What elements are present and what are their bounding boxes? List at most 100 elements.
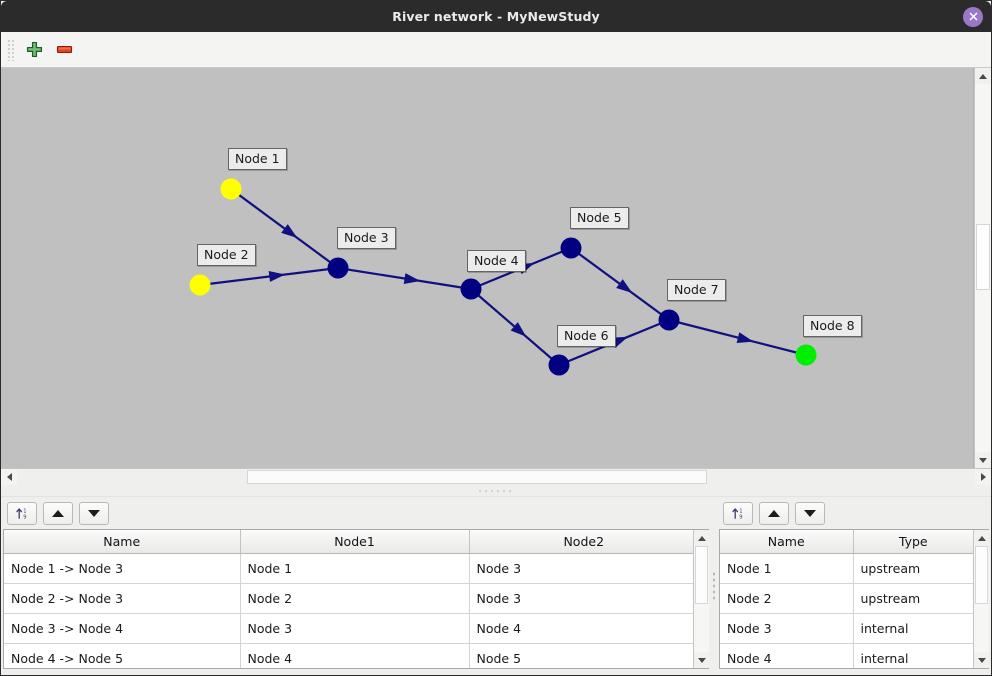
graph-node-label-node-8[interactable]: Node 8 <box>803 315 862 337</box>
canvas-hscroll-thumb[interactable] <box>246 470 707 484</box>
cell-name[interactable]: Node 3 <box>720 613 854 644</box>
column-header-name[interactable]: Name <box>4 530 241 554</box>
splitter-grip <box>477 488 515 493</box>
cell-name[interactable]: Node 4 -> Node 5 <box>4 643 241 668</box>
graph-node-label-node-6[interactable]: Node 6 <box>557 325 616 347</box>
nodes-vscroll-thumb[interactable] <box>975 546 988 605</box>
arrow-up-icon <box>697 535 706 541</box>
branches-vscroll-thumb[interactable] <box>695 546 708 605</box>
move-node-down-button[interactable] <box>795 501 825 525</box>
branches-vscroll-track[interactable] <box>694 546 709 652</box>
branches-vertical-scrollbar[interactable] <box>693 530 709 668</box>
cell-type[interactable]: upstream <box>853 553 973 584</box>
move-node-up-button[interactable] <box>759 501 789 525</box>
graph-node-label-node-2[interactable]: Node 2 <box>197 244 256 266</box>
scroll-up-button[interactable] <box>975 68 991 84</box>
close-icon[interactable] <box>963 6 983 27</box>
move-branch-up-button[interactable] <box>43 501 73 525</box>
arrow-up-icon <box>977 535 986 541</box>
arrow-down-icon <box>977 657 986 663</box>
canvas-vscroll-thumb[interactable] <box>976 223 990 291</box>
nodes-vertical-scrollbar[interactable] <box>973 530 989 668</box>
branches-scroll-down-button[interactable] <box>694 652 709 668</box>
cell-node2[interactable]: Node 5 <box>469 643 693 668</box>
branches-scroll-up-button[interactable] <box>694 530 709 546</box>
scroll-down-button[interactable] <box>975 452 991 468</box>
graph-edge-arrow <box>510 322 527 337</box>
graph-node-node-3[interactable] <box>327 257 349 279</box>
cell-name[interactable]: Node 2 -> Node 3 <box>4 583 241 614</box>
column-header-type[interactable]: Type <box>853 530 973 554</box>
sort-ascending-icon: 1 9 <box>731 507 742 520</box>
graph-node-node-5[interactable] <box>560 237 582 259</box>
cell-node2[interactable]: Node 3 <box>469 583 693 614</box>
canvas-vertical-scrollbar[interactable] <box>974 68 991 468</box>
graph-node-label-node-5[interactable]: Node 5 <box>570 207 629 229</box>
svg-text:9: 9 <box>739 514 742 520</box>
column-header-node1[interactable]: Node1 <box>240 530 470 554</box>
toolbar-drag-handle[interactable] <box>7 38 15 61</box>
graph-node-node-8[interactable] <box>795 344 817 366</box>
cell-node1[interactable]: Node 1 <box>240 553 470 584</box>
cell-name[interactable]: Node 3 -> Node 4 <box>4 613 241 644</box>
graph-node-label-node-3[interactable]: Node 3 <box>337 227 396 249</box>
vertical-splitter[interactable] <box>711 497 717 675</box>
graph-node-label-node-7[interactable]: Node 7 <box>667 279 726 301</box>
graph-node-label-node-4[interactable]: Node 4 <box>467 250 526 272</box>
graph-node-node-6[interactable] <box>548 354 570 376</box>
cell-name[interactable]: Node 1 <box>720 553 854 584</box>
cell-node1[interactable]: Node 2 <box>240 583 470 614</box>
graph-edge[interactable] <box>668 318 807 357</box>
canvas-hscroll-track[interactable] <box>17 469 975 485</box>
canvas-horizontal-scrollbar[interactable] <box>1 468 991 485</box>
graph-edge[interactable] <box>337 266 472 291</box>
cell-node2[interactable]: Node 3 <box>469 553 693 584</box>
cell-node2[interactable]: Node 4 <box>469 613 693 644</box>
sort-nodes-button[interactable]: 1 9 <box>723 501 753 525</box>
graph-node-node-4[interactable] <box>460 278 482 300</box>
arrow-down-icon <box>804 509 816 517</box>
cell-type[interactable]: upstream <box>853 583 973 614</box>
cell-name[interactable]: Node 1 -> Node 3 <box>4 553 241 584</box>
graph-node-node-1[interactable] <box>220 178 242 200</box>
cell-type[interactable]: internal <box>853 613 973 644</box>
column-header-name[interactable]: Name <box>720 530 854 554</box>
cell-name[interactable]: Node 2 <box>720 583 854 614</box>
canvas-vscroll-track[interactable] <box>975 84 991 452</box>
add-node-button[interactable] <box>19 36 49 64</box>
nodes-scroll-up-button[interactable] <box>974 530 989 546</box>
nodes-vscroll-track[interactable] <box>974 546 989 652</box>
graph-node-node-2[interactable] <box>189 274 211 296</box>
cell-node1[interactable]: Node 3 <box>240 613 470 644</box>
cell-type[interactable]: internal <box>853 643 973 668</box>
graph-node-node-7[interactable] <box>658 309 680 331</box>
cell-name[interactable]: Node 4 <box>720 643 854 668</box>
remove-node-button[interactable] <box>49 36 79 64</box>
horizontal-splitter[interactable] <box>1 485 991 497</box>
graph-node-label-node-1[interactable]: Node 1 <box>228 148 287 170</box>
graph-edge[interactable] <box>199 266 339 287</box>
scroll-left-button[interactable] <box>1 469 17 485</box>
move-branch-down-button[interactable] <box>79 501 109 525</box>
scroll-right-button[interactable] <box>975 469 991 485</box>
river-network-graph[interactable]: Node 1 Node 2 Node 3 Node 4 Node 5 Node 6 Node… <box>1 68 974 468</box>
column-header-node2[interactable]: Node2 <box>469 530 693 554</box>
sort-branches-button[interactable]: 1 9 <box>7 501 37 525</box>
cell-node1[interactable]: Node 4 <box>240 643 470 668</box>
nodes-scroll-down-button[interactable] <box>974 652 989 668</box>
